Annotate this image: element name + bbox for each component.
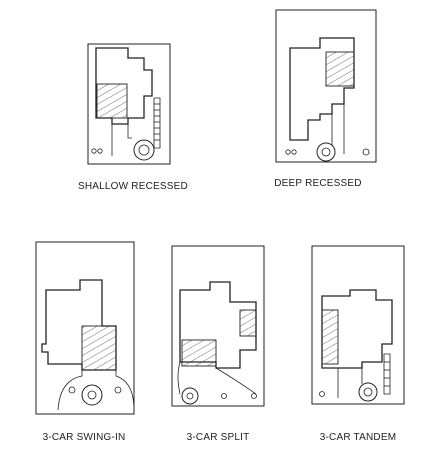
shrub-icon bbox=[91, 148, 97, 154]
shrub-icon bbox=[221, 393, 227, 399]
plan-3-car-tandem bbox=[304, 244, 412, 414]
garage bbox=[321, 309, 339, 365]
caption-3-car-split: 3-CAR SPLIT bbox=[186, 432, 250, 443]
garage bbox=[81, 325, 117, 371]
driveway bbox=[111, 124, 132, 156]
caption-shallow-recessed: SHALLOW RECESSED bbox=[78, 181, 188, 192]
driveway bbox=[57, 370, 135, 411]
driveway bbox=[177, 361, 257, 395]
plan-shallow-recessed bbox=[80, 38, 180, 168]
caption-3-car-tandem: 3-CAR TANDEM bbox=[319, 432, 397, 443]
caption-deep-recessed: DEEP RECESSED bbox=[274, 178, 362, 189]
plan-3-car-swing-in bbox=[30, 240, 138, 420]
walkway bbox=[153, 97, 161, 149]
garage bbox=[181, 339, 217, 367]
garage bbox=[96, 83, 128, 119]
walkway bbox=[383, 353, 391, 395]
caption-3-car-swing-in: 3-CAR SWING-IN bbox=[42, 432, 126, 443]
plan-deep-recessed bbox=[268, 8, 378, 168]
plan-3-car-split bbox=[166, 244, 270, 410]
driveway bbox=[337, 368, 363, 398]
shrub-icon bbox=[68, 386, 76, 394]
garage bbox=[325, 51, 355, 87]
shrub-icon bbox=[319, 391, 325, 397]
shrub-icon bbox=[285, 149, 291, 155]
